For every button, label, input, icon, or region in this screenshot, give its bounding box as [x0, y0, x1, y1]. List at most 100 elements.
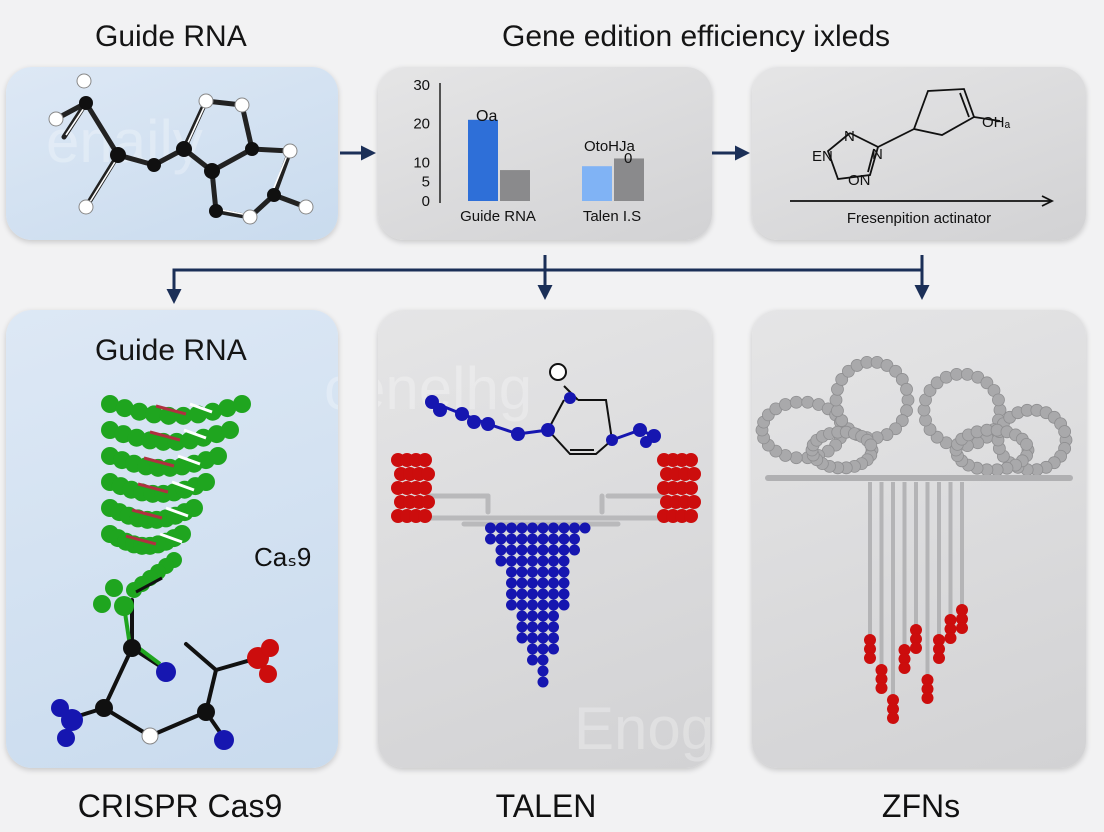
blue-residue	[527, 544, 538, 556]
blue-residue	[516, 566, 528, 578]
blue-residue	[548, 544, 559, 556]
blue-residue	[548, 610, 559, 622]
blue-residue	[537, 544, 549, 556]
red-residue	[944, 632, 957, 644]
red-residue	[687, 467, 701, 481]
helix-bond	[171, 480, 195, 492]
blue-residue	[537, 577, 549, 589]
blue-residue	[548, 577, 559, 589]
blue-residue	[516, 555, 528, 567]
blue-residue	[527, 599, 538, 611]
crispr-structure-diagram	[51, 395, 279, 750]
atom-label-en: EN	[812, 148, 833, 165]
helix-atom	[126, 582, 142, 598]
blue-residue	[558, 533, 570, 545]
blue-residue	[537, 566, 549, 578]
bar-label: 0	[624, 150, 632, 167]
helix-bond	[159, 532, 183, 544]
red-residue	[864, 634, 876, 646]
blue-residue	[537, 555, 549, 567]
zinc-finger-atom	[901, 393, 915, 407]
blue-residue	[537, 522, 549, 534]
watermark-text: cenelhg	[324, 354, 338, 423]
panel-zfns	[752, 310, 1086, 768]
zinc-finger-atom	[900, 382, 913, 396]
y-tick-label: 20	[413, 116, 430, 133]
blue-residue	[506, 588, 517, 600]
helix-atom	[101, 395, 119, 413]
red-residue	[956, 622, 968, 634]
panel-transcription-activator: EN N N ON OHₐ Fresenpition actinator	[752, 67, 1086, 240]
red-residue	[933, 643, 945, 655]
blue-residue	[537, 621, 549, 633]
helix-bond	[149, 430, 181, 442]
red-residue	[910, 624, 922, 636]
helix-atom	[127, 428, 146, 447]
helix-bond	[177, 454, 201, 466]
blue-residue	[537, 643, 549, 655]
zinc-finger-atom	[950, 367, 963, 381]
blue-residue	[537, 676, 549, 688]
x-category-label: Guide RNA	[460, 208, 536, 225]
talen-structure-diagram	[391, 363, 701, 688]
blue-residue	[506, 522, 517, 534]
watermark-text: Enoglloy	[574, 695, 712, 762]
cas9-label: Caₛ9	[254, 542, 312, 572]
blue-residue	[516, 610, 528, 622]
helix-atom	[197, 473, 215, 491]
blue-residue	[537, 654, 549, 666]
blue-residue	[506, 555, 517, 567]
atom-label-oh: OHₐ	[982, 114, 1011, 131]
red-residue	[684, 509, 698, 523]
red-residue	[687, 495, 701, 509]
red-residue	[921, 674, 934, 686]
helix-bond	[137, 482, 169, 494]
blue-residue	[516, 533, 528, 545]
blue-residue	[495, 544, 507, 556]
blue-residue	[527, 555, 538, 567]
blue-residue	[527, 610, 538, 622]
zfns-structure-diagram	[755, 355, 1073, 724]
helix-bond	[131, 508, 163, 520]
chart-bar	[614, 158, 644, 201]
helix-bond	[135, 576, 163, 594]
zinc-finger-atom	[864, 438, 878, 452]
red-residue	[421, 467, 435, 481]
red-residue	[898, 653, 911, 665]
blue-residue	[485, 522, 496, 534]
blue-residue	[548, 599, 559, 611]
blue-residue	[548, 588, 559, 600]
red-residue	[910, 633, 922, 645]
blue-residue	[527, 566, 538, 578]
helix-atom	[185, 499, 203, 517]
red-residue	[933, 652, 945, 664]
blue-residue	[506, 577, 517, 589]
blue-residue	[548, 522, 559, 534]
blue-residue	[516, 544, 528, 556]
blue-residue	[569, 544, 580, 556]
blue-residue	[516, 621, 528, 633]
blue-residue	[548, 621, 559, 633]
blue-residue	[558, 555, 570, 567]
blue-residue	[548, 566, 559, 578]
blue-residue	[527, 632, 538, 644]
red-residue	[864, 643, 876, 655]
blue-residue	[558, 599, 570, 611]
blue-residue	[558, 566, 570, 578]
blue-residue	[516, 522, 528, 534]
zinc-finger-atom	[1058, 425, 1072, 438]
helix-atom	[233, 395, 251, 413]
panel-talen: cenelhg Enoglloy	[378, 310, 712, 768]
bar-label: Oa	[476, 108, 497, 125]
red-residue	[418, 481, 432, 495]
blue-residue	[527, 621, 538, 633]
blue-residue	[537, 533, 549, 545]
blue-residue	[548, 643, 559, 655]
heading-gene-edition-efficiency: Gene edition efficiency ixleds	[502, 20, 891, 53]
blue-residue	[527, 588, 538, 600]
blue-residue	[558, 577, 570, 589]
helix-atom	[203, 402, 222, 421]
zinc-finger-atom	[829, 393, 843, 407]
blue-residue	[527, 577, 538, 589]
